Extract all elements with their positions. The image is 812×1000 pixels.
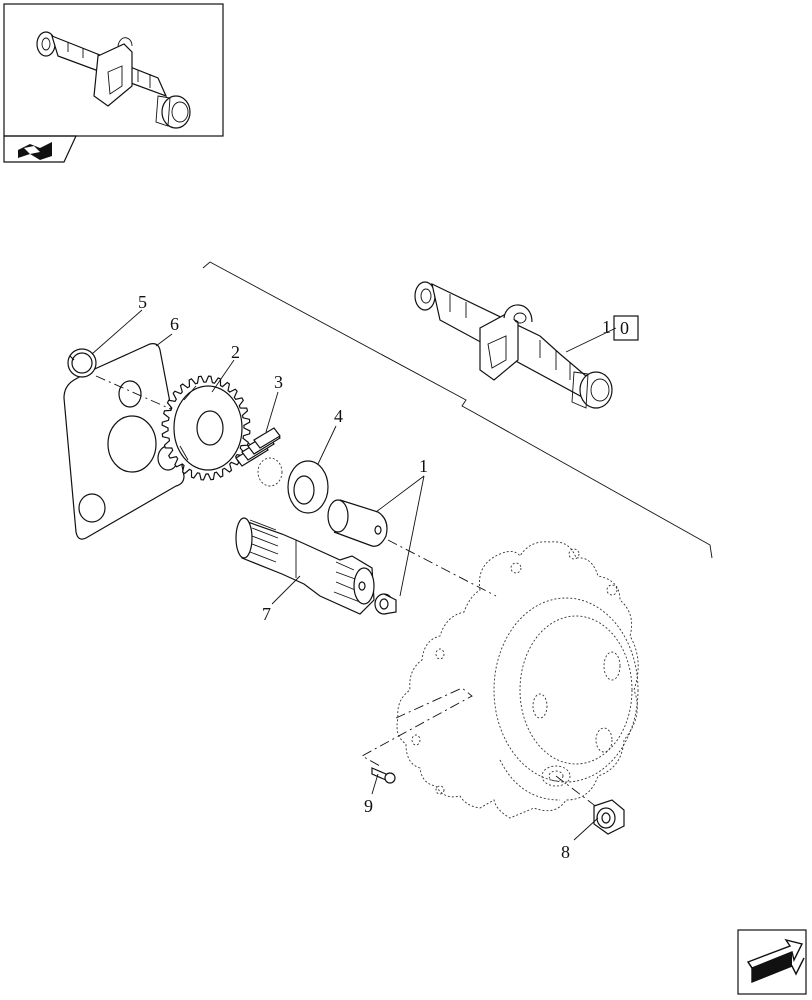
- washer-part: [287, 460, 329, 514]
- callout-1: 1: [419, 456, 428, 476]
- callout-6: 6: [170, 314, 179, 334]
- callout-7: 7: [262, 604, 271, 624]
- previous-page-icon[interactable]: [3, 135, 77, 163]
- reference-value: 0: [620, 318, 629, 338]
- plate-part: [63, 343, 185, 540]
- drain-plug-part: [593, 799, 625, 835]
- snap-ring-part: [67, 348, 97, 378]
- sleeve-part: [327, 499, 388, 547]
- callout-labels: 5 6 2 3 4 1 7 9 8 1 0: [138, 292, 629, 862]
- shaft-part: [235, 517, 375, 615]
- axle-thumbnail-icon[interactable]: [3, 3, 224, 137]
- axle-reference-drawing: [414, 281, 639, 409]
- screw-part: [371, 767, 396, 784]
- callout-4: 4: [334, 406, 343, 426]
- plug-part: [374, 593, 397, 615]
- reference-prefix: 1: [602, 317, 611, 337]
- callout-5: 5: [138, 292, 147, 312]
- leader-lines: [91, 309, 599, 841]
- callout-8: 8: [561, 842, 570, 862]
- assembly-bracket-line: [202, 261, 713, 559]
- gear-part: [161, 375, 251, 481]
- callout-3: 3: [274, 372, 283, 392]
- reference-box: [613, 315, 639, 341]
- next-page-arrow-icon[interactable]: [737, 929, 807, 995]
- needle-roller-part: [235, 427, 283, 487]
- callout-2: 2: [231, 342, 240, 362]
- hub-housing-phantom: [396, 541, 639, 819]
- callout-9: 9: [364, 796, 373, 816]
